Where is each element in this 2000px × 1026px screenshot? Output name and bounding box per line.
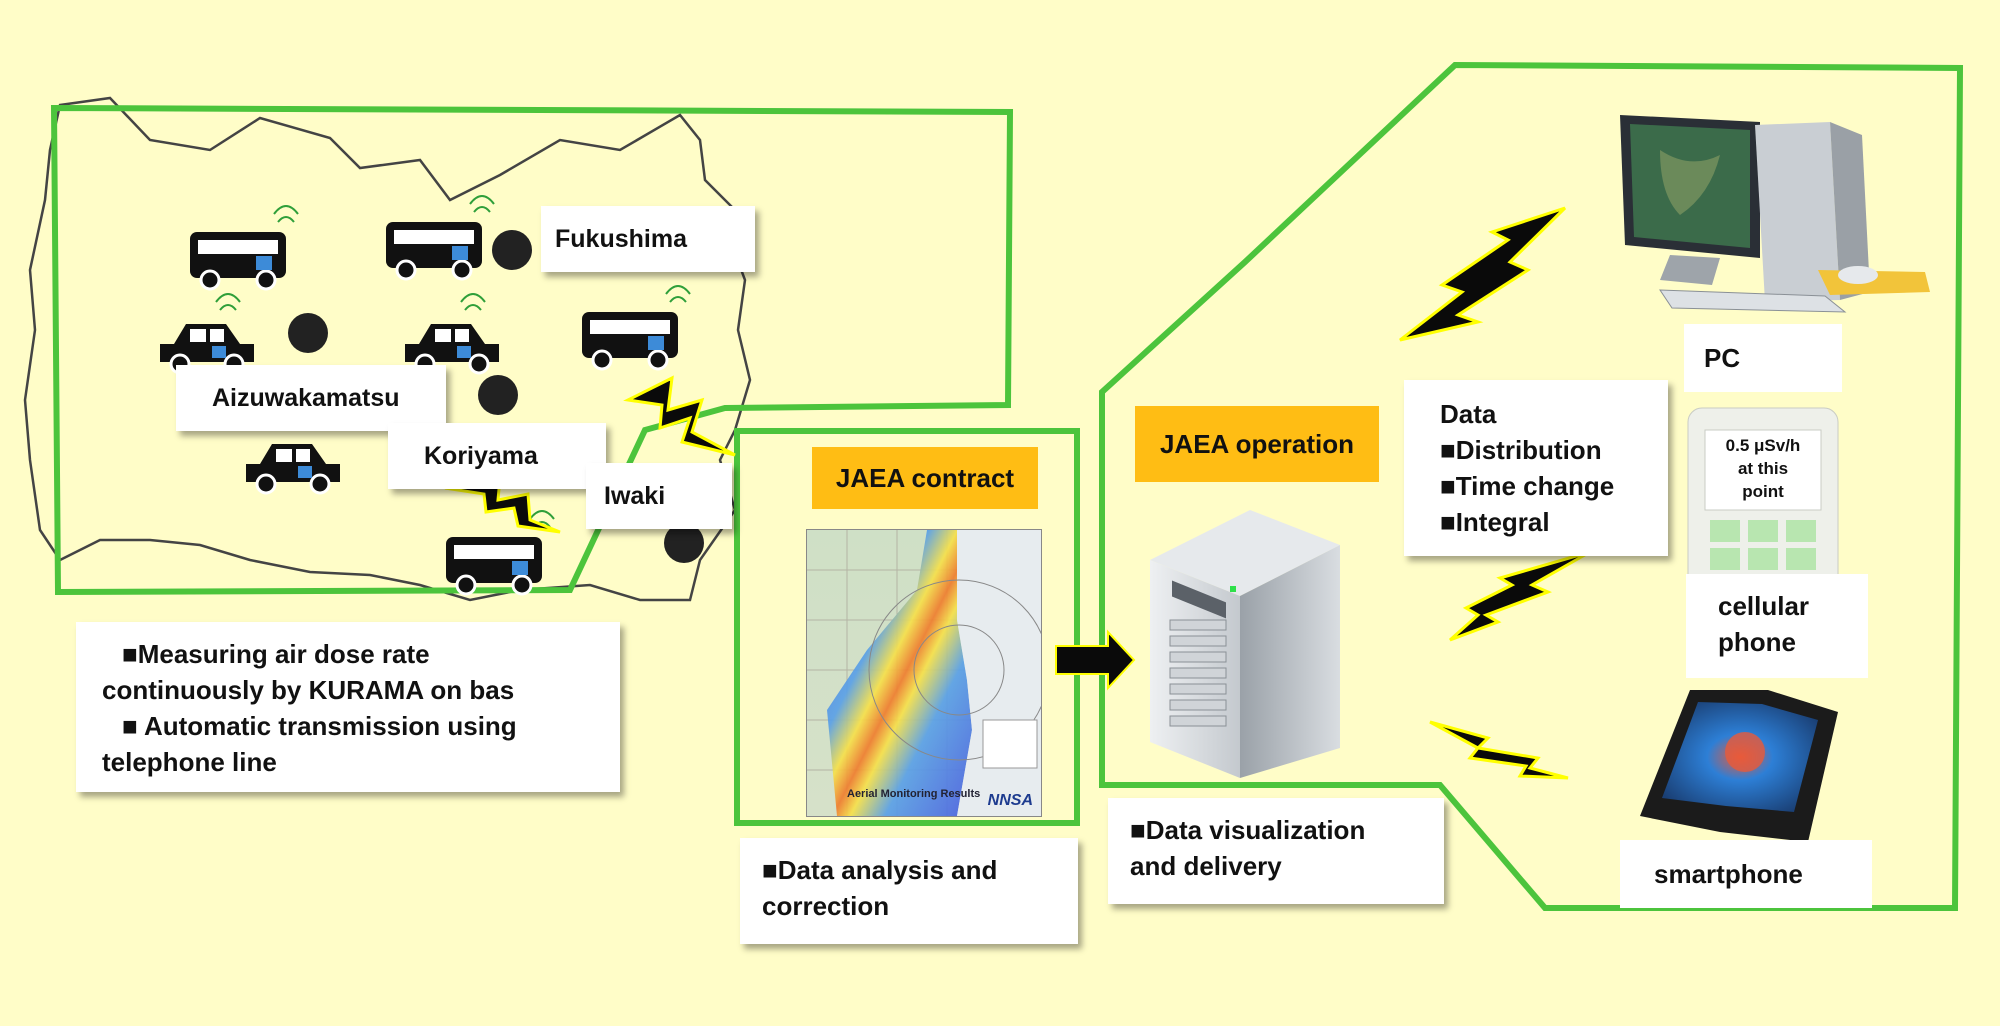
pc-icon [1620, 115, 1930, 313]
city-dot [664, 523, 704, 563]
measuring-line: telephone line [102, 747, 277, 777]
map-logo: NNSA [987, 792, 1033, 809]
phone-screen-line: at this [1737, 459, 1789, 478]
data-types-line: ■Integral [1440, 507, 1550, 537]
visualization-line: and delivery [1130, 851, 1282, 881]
cellular-phone-label: cellular phone [1686, 574, 1868, 678]
measuring-description: ■Measuring air dose rate continuously by… [76, 622, 620, 792]
data-types-line: ■Distribution [1440, 435, 1602, 465]
pc-label: PC [1684, 324, 1842, 392]
city-dot [478, 375, 518, 415]
map-graphic [807, 530, 1041, 816]
aerial-monitoring-map: Aerial Monitoring Results NNSA [806, 529, 1042, 817]
city-label-fukushima: Fukushima [541, 206, 755, 272]
server-icon [1150, 510, 1340, 778]
transmission-bolt-icon [623, 375, 736, 457]
analysis-line: correction [762, 891, 890, 921]
analysis-line: ■Data analysis and [762, 855, 998, 885]
phone-screen-line: 0.5 μSv/h [1725, 436, 1801, 455]
bus-icon [386, 195, 495, 281]
visualization-line: ■Data visualization [1130, 815, 1366, 845]
phone-screen-text: 0.5 μSv/h at this point [1705, 434, 1821, 503]
transmission-bolt-icon [444, 476, 561, 534]
smartphone-label: smartphone [1620, 840, 1872, 908]
analysis-description: ■Data analysis and correction [740, 838, 1078, 944]
measuring-line: continuously by KURAMA on bas [102, 675, 515, 705]
operation-frame [1099, 61, 1964, 911]
wireless-bolt-icon [1429, 720, 1569, 780]
car-icon [160, 293, 254, 375]
city-dot [492, 230, 532, 270]
bus-icon [582, 285, 691, 371]
data-types-line: Data [1440, 399, 1497, 429]
visualization-description: ■Data visualization and delivery [1108, 798, 1444, 904]
data-types-box: Data ■Distribution ■Time change ■Integra… [1404, 380, 1668, 556]
car-icon [405, 293, 499, 375]
cellular-line: phone [1718, 627, 1796, 657]
car-icon [246, 444, 340, 495]
smartphone-icon [1640, 690, 1838, 842]
wireless-bolt-icon [1399, 206, 1567, 342]
jaea-contract-title: JAEA contract [812, 447, 1038, 509]
flow-arrow-icon [1055, 629, 1136, 691]
city-dot [288, 313, 328, 353]
data-types-line: ■Time change [1440, 471, 1615, 501]
city-label-iwaki: Iwaki [586, 463, 732, 529]
contract-frame [734, 428, 1080, 826]
cellular-line: cellular [1718, 591, 1810, 621]
bus-icon [446, 510, 555, 596]
city-label-aizuwakamatsu: Aizuwakamatsu [176, 365, 446, 431]
map-caption: Aerial Monitoring Results [847, 788, 981, 800]
phone-screen-line: point [1742, 482, 1784, 501]
wireless-bolt-icon [1449, 550, 1591, 642]
city-label-koriyama: Koriyama [388, 423, 606, 489]
jaea-operation-title: JAEA operation [1135, 406, 1379, 482]
measuring-line: ■Measuring air dose rate [122, 639, 430, 669]
bus-icon [190, 205, 299, 291]
measuring-line: ■ Automatic transmission using [122, 711, 517, 741]
cellular-phone-icon [1687, 407, 1839, 619]
